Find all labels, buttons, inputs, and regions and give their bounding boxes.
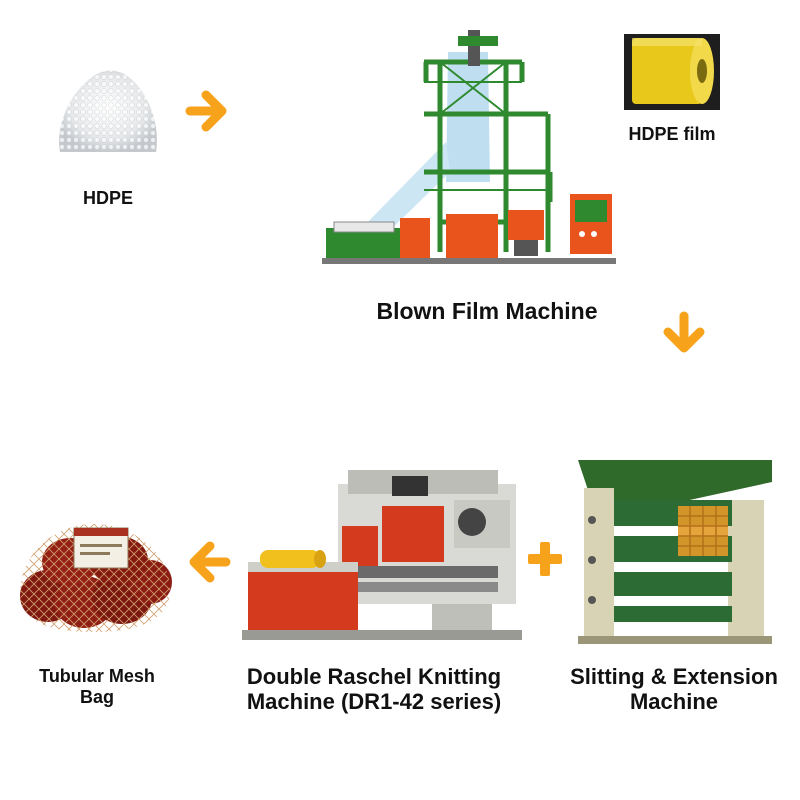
mesh-bag-label-line2: Bag <box>79 686 114 707</box>
slitting-label-line2: Machine <box>629 689 719 715</box>
double-raschel-knitting-machine-image <box>242 466 522 656</box>
hdpe-label: HDPE <box>82 188 133 208</box>
tubular-mesh-bag-label: Tubular Mesh Bag <box>16 666 178 707</box>
plus-icon <box>526 540 564 578</box>
arrow-right-icon <box>184 89 228 133</box>
double-raschel-knitting-machine-label: Double Raschel Knitting Machine (DR1-42 … <box>218 664 530 715</box>
slitting-extension-machine-label: Slitting & Extension Machine <box>552 664 796 715</box>
slitting-label-line1: Slitting & Extension <box>570 664 778 689</box>
mesh-bag-label-line1: Tubular Mesh <box>39 666 155 686</box>
blown-film-machine-image <box>318 22 620 278</box>
slitting-extension-machine-image <box>578 460 772 658</box>
knitting-label-line1: Double Raschel Knitting <box>246 664 502 689</box>
arrow-down-icon <box>662 310 706 354</box>
knitting-label-line2: Machine (DR1-42 series) <box>246 689 502 715</box>
blown-film-machine-label: Blown Film Machine <box>376 298 598 324</box>
arrow-left-icon <box>188 540 232 584</box>
hdpe-film-label: HDPE film <box>628 124 716 144</box>
tubular-mesh-bag-image <box>14 514 174 634</box>
hdpe-pellets-image <box>52 60 164 166</box>
hdpe-film-roll-image <box>624 34 720 110</box>
